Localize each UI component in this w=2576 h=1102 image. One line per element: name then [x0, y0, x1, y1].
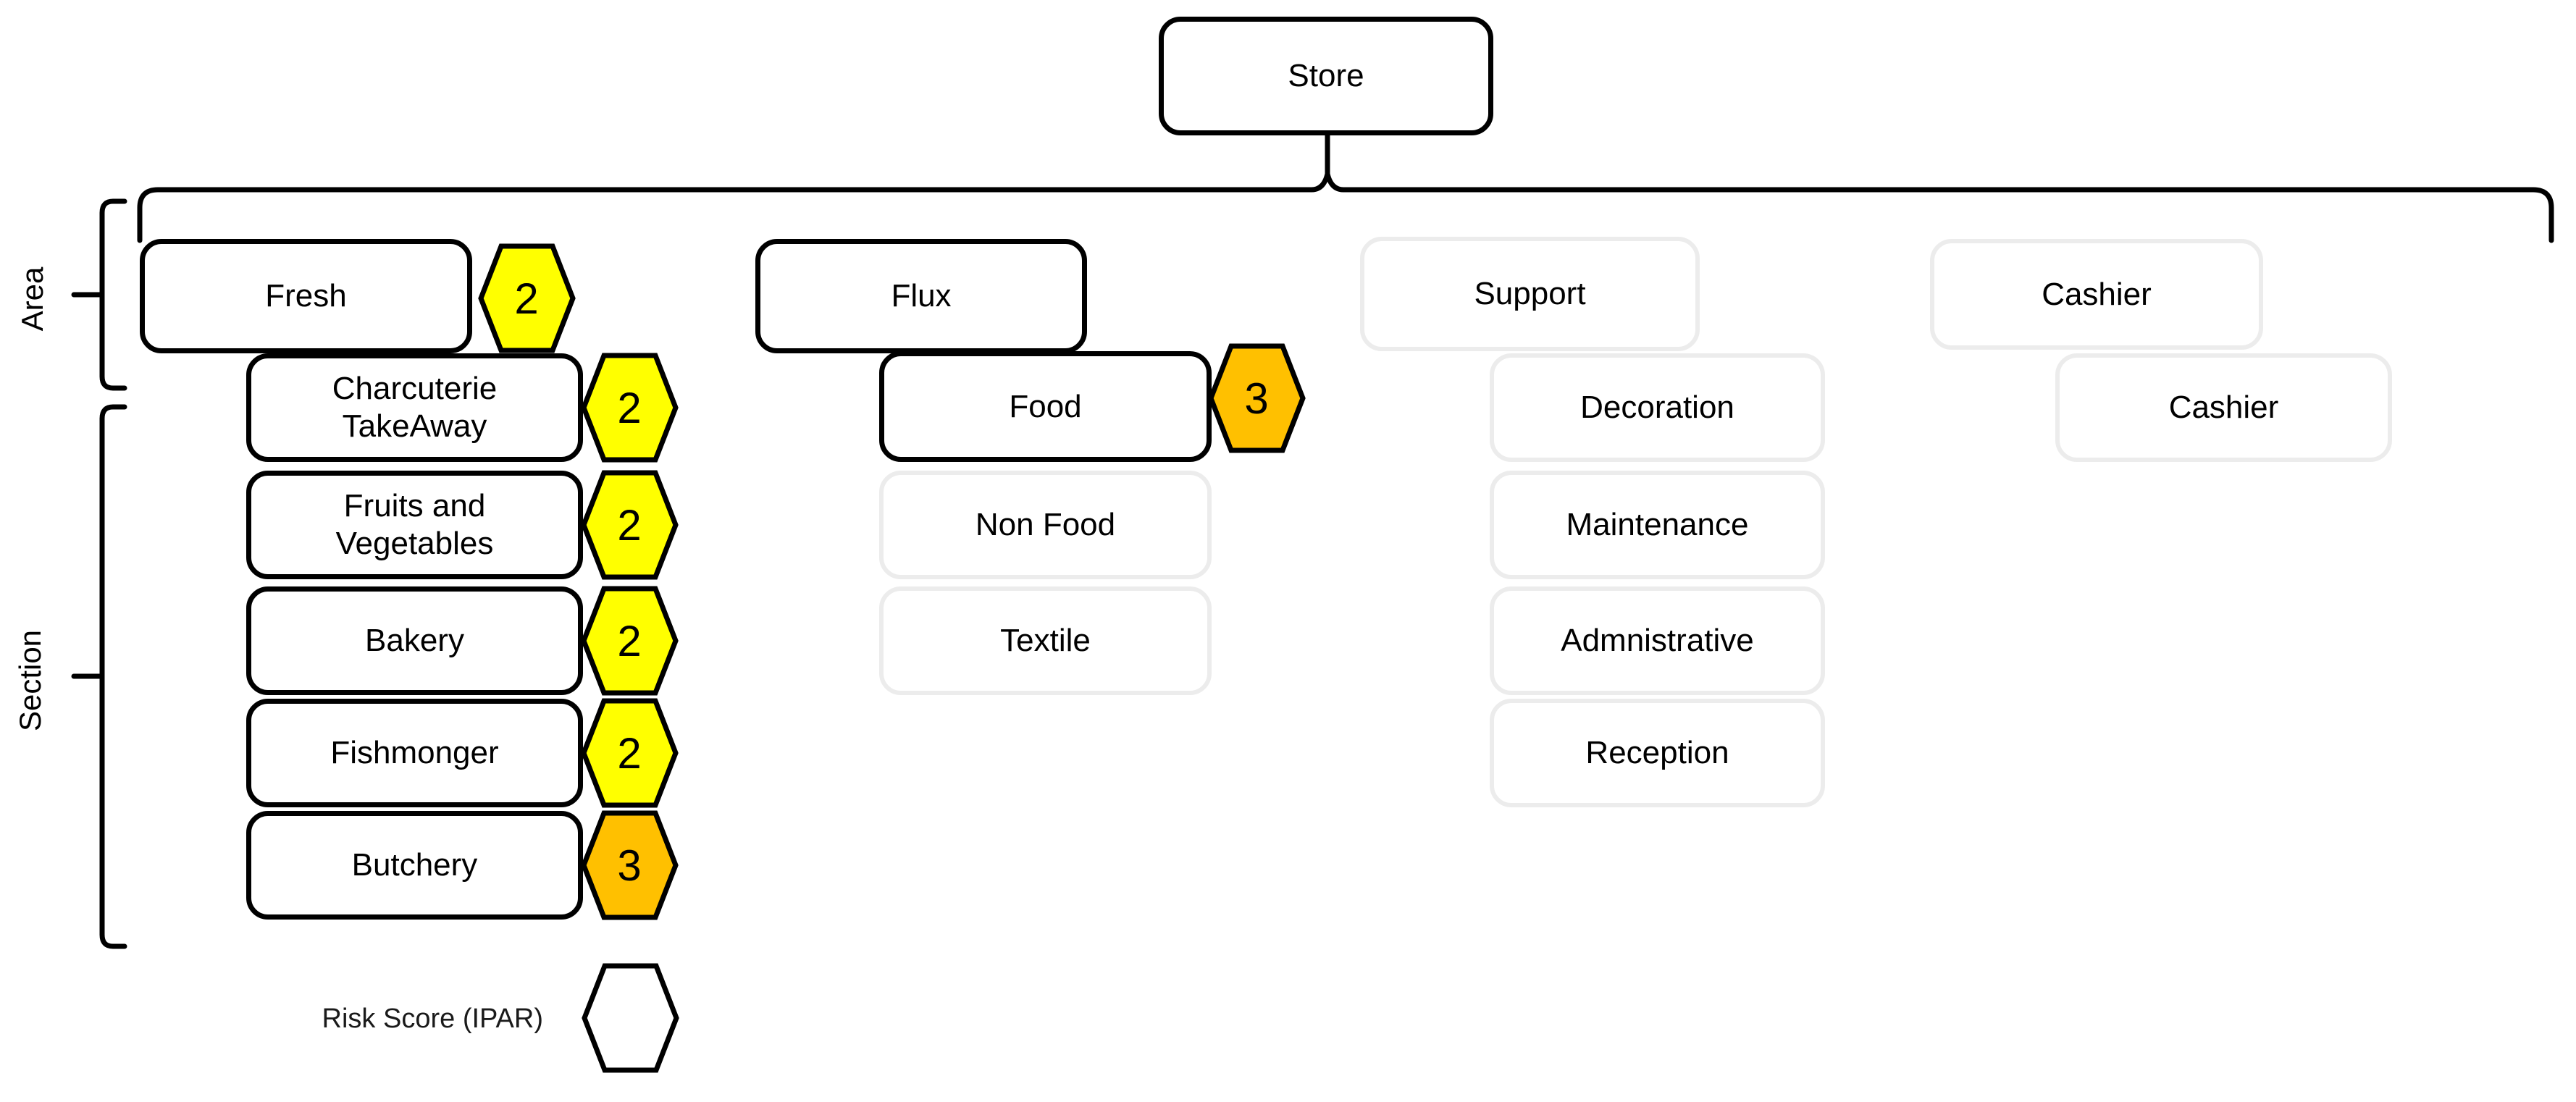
node-section-admnistrative: Admnistrative: [1490, 586, 1825, 695]
node-section-butchery-label: Butchery: [351, 847, 478, 883]
node-section-charcuterie-takeaway: Charcuterie TakeAway: [246, 353, 583, 462]
node-area-support-label: Support: [1474, 276, 1586, 311]
risk-hexagon-fruits-value: 2: [617, 501, 641, 550]
risk-hexagon-charcuterie: 2: [581, 353, 679, 463]
node-section-textile: Textile: [879, 586, 1212, 695]
node-area-fresh-label: Fresh: [265, 278, 347, 314]
node-section-cashier-label: Cashier: [2168, 390, 2279, 425]
area-brace: [99, 198, 127, 391]
axis-label-section: Section: [13, 629, 47, 732]
risk-hexagon-fishmonger: 2: [581, 698, 679, 808]
risk-hexagon-bakery: 2: [581, 586, 679, 696]
node-section-charcuterie-takeaway-label: Charcuterie TakeAway: [332, 371, 498, 444]
risk-hexagon-food: 3: [1208, 343, 1306, 453]
node-section-reception: Reception: [1490, 699, 1825, 807]
node-store-label: Store: [1288, 58, 1364, 93]
node-section-decoration: Decoration: [1490, 353, 1825, 462]
node-section-fruits-vegetables: Fruits and Vegetables: [246, 471, 583, 579]
axis-label-area: Area: [15, 266, 49, 332]
risk-hexagon-fishmonger-value: 2: [617, 729, 641, 778]
risk-hexagon-butchery: 3: [581, 810, 679, 920]
node-section-maintenance: Maintenance: [1490, 471, 1825, 579]
node-section-food: Food: [879, 351, 1212, 462]
node-section-textile-label: Textile: [1000, 623, 1091, 658]
node-section-bakery: Bakery: [246, 586, 583, 695]
risk-hexagon-fruits: 2: [581, 470, 679, 580]
node-area-flux-label: Flux: [891, 278, 952, 314]
top-bracket: [137, 171, 2554, 243]
risk-hexagon-bakery-value: 2: [617, 617, 641, 665]
node-area-cashier-label: Cashier: [2042, 276, 2152, 312]
node-section-decoration-label: Decoration: [1580, 390, 1734, 425]
node-section-fishmonger: Fishmonger: [246, 699, 583, 807]
node-section-cashier: Cashier: [2055, 353, 2392, 462]
node-section-non-food: Non Food: [879, 471, 1212, 579]
risk-hexagon-butchery-value: 3: [617, 841, 641, 890]
node-section-butchery: Butchery: [246, 811, 583, 920]
legend-hexagon: [582, 963, 679, 1073]
risk-hexagon-fresh-value: 2: [514, 274, 538, 323]
node-section-fruits-vegetables-label: Fruits and Vegetables: [335, 488, 494, 561]
node-section-admnistrative-label: Admnistrative: [1561, 623, 1754, 658]
section-brace: [99, 404, 127, 949]
node-area-flux: Flux: [755, 239, 1087, 353]
risk-hexagon-fresh: 2: [478, 243, 576, 353]
node-section-non-food-label: Non Food: [975, 507, 1116, 542]
risk-hexagon-food-value: 3: [1244, 374, 1268, 423]
node-section-bakery-label: Bakery: [365, 623, 464, 658]
node-store: Store: [1159, 17, 1493, 135]
node-section-food-label: Food: [1009, 388, 1082, 424]
node-section-fishmonger-label: Fishmonger: [330, 735, 499, 770]
node-section-maintenance-label: Maintenance: [1566, 507, 1749, 542]
risk-hexagon-charcuterie-value: 2: [617, 384, 641, 432]
node-area-fresh: Fresh: [140, 239, 472, 353]
node-area-cashier: Cashier: [1930, 239, 2263, 350]
legend-label: Risk Score (IPAR): [322, 1004, 543, 1034]
node-section-reception-label: Reception: [1585, 735, 1729, 770]
node-area-support: Support: [1360, 237, 1700, 351]
